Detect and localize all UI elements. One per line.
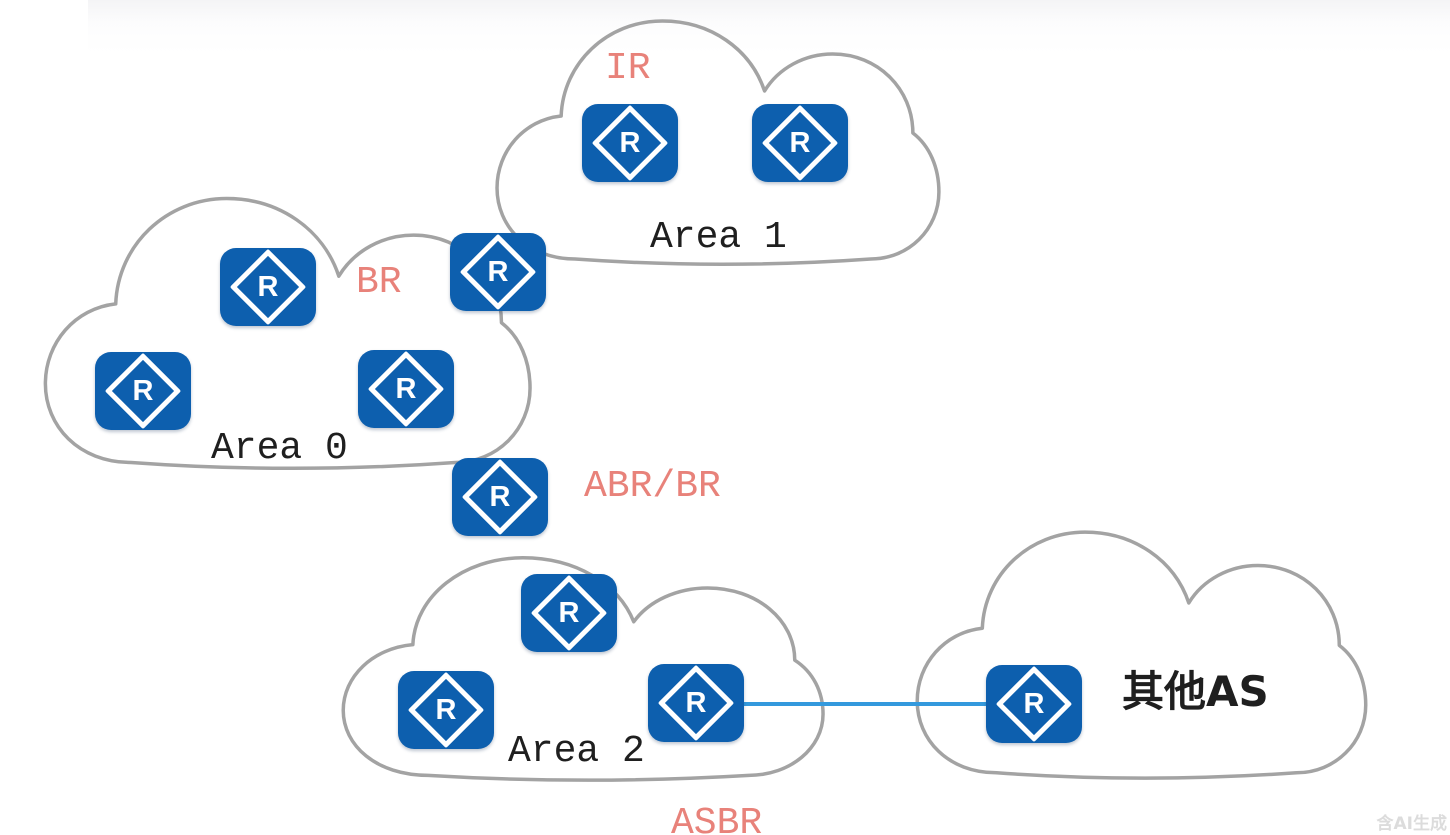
router-icon-area0-right: R [358, 350, 454, 428]
router-icon-area2-top: R [521, 574, 617, 652]
router-glyph: R [132, 374, 154, 407]
router-glyph: R [489, 480, 511, 513]
router-diamond-shape: R [104, 352, 182, 430]
router-diamond-shape: R [461, 458, 539, 536]
role-label-br: BR [356, 261, 402, 304]
router-glyph: R [257, 270, 279, 303]
router-icon-area0-area1-border: R [450, 233, 546, 311]
router-icon-area1-right: R [752, 104, 848, 182]
router-glyph: R [685, 686, 707, 719]
router-diamond-shape: R [459, 233, 537, 311]
router-icon-area2-asbr: R [648, 664, 744, 742]
router-glyph: R [487, 255, 509, 288]
cloud-other-as [917, 532, 1365, 778]
router-icon-area0-left: R [95, 352, 191, 430]
router-glyph: R [558, 596, 580, 629]
router-glyph: R [395, 372, 417, 405]
role-label-asbr: ASBR [671, 802, 763, 835]
router-glyph: R [435, 693, 457, 726]
cloud-label-area-2: Area 2 [508, 730, 645, 773]
router-diamond-shape: R [229, 248, 307, 326]
router-icon-abr-border: R [452, 458, 548, 536]
router-glyph: R [789, 126, 811, 159]
cloud-area-1 [497, 21, 939, 264]
router-diamond-shape: R [591, 104, 669, 182]
cloud-label-area-1: Area 1 [650, 216, 787, 259]
ai-generated-watermark: 含AI生成 [1376, 814, 1447, 834]
router-icon-other-as: R [986, 665, 1082, 743]
router-diamond-shape: R [407, 671, 485, 749]
router-glyph: R [1023, 687, 1045, 720]
router-icon-area0-top: R [220, 248, 316, 326]
router-glyph: R [619, 126, 641, 159]
cloud-label-other-as: 其他AS [1122, 667, 1269, 716]
router-diamond-shape: R [530, 574, 608, 652]
router-diamond-shape: R [995, 665, 1073, 743]
router-diamond-shape: R [657, 664, 735, 742]
router-icon-area2-left: R [398, 671, 494, 749]
role-label-abr-br: ABR/BR [584, 465, 721, 508]
cloud-label-area-0: Area 0 [211, 427, 348, 470]
role-label-ir: IR [605, 47, 651, 90]
cloud-area-2 [343, 558, 823, 780]
router-icon-area1-left: R [582, 104, 678, 182]
router-diamond-shape: R [367, 350, 445, 428]
router-diamond-shape: R [761, 104, 839, 182]
